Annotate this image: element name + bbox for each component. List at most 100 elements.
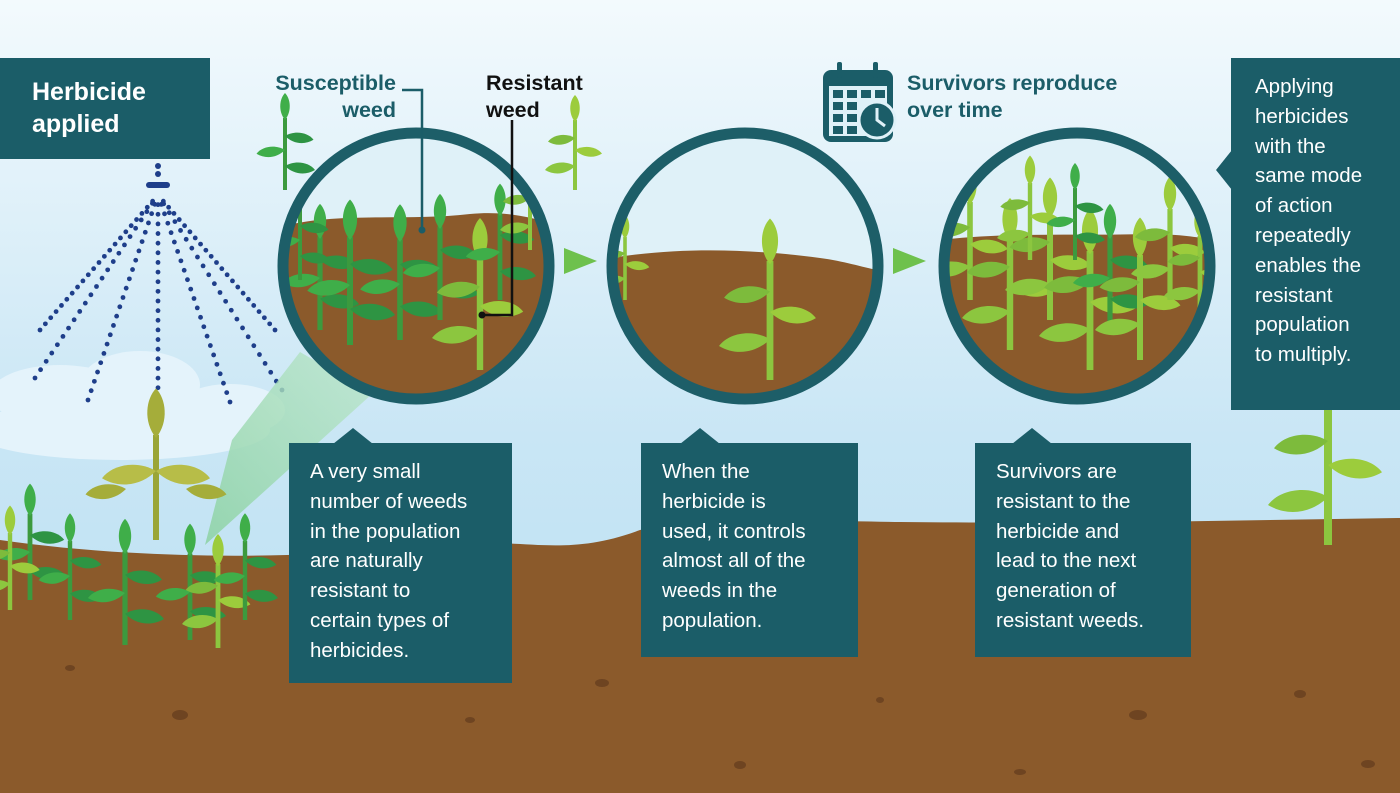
spray-droplet xyxy=(155,240,161,246)
spray-droplet xyxy=(150,198,156,204)
spray-droplet xyxy=(64,296,70,302)
spray-droplet xyxy=(168,230,174,236)
spray-droplet xyxy=(214,361,220,367)
caption-side-line: of action xyxy=(1255,194,1333,218)
caption-step1-line: resistant to xyxy=(310,579,411,603)
spray-droplet xyxy=(155,346,161,352)
spray-droplet xyxy=(136,248,142,254)
spray-droplet xyxy=(183,236,189,242)
caption-step1-line: in the population xyxy=(310,519,461,543)
spray-droplet xyxy=(198,314,203,320)
caption-side-line: same mode xyxy=(1255,164,1363,188)
spray-droplet xyxy=(207,343,213,348)
spray-droplet xyxy=(104,341,110,347)
spray-droplet xyxy=(155,250,161,256)
spray-droplet xyxy=(195,254,200,260)
spray-droplet xyxy=(98,360,104,366)
magnifier-beam xyxy=(205,352,372,545)
spray-droplet xyxy=(38,367,43,373)
spray-droplet xyxy=(88,388,94,394)
resistant-label-line1: Resistant xyxy=(486,71,583,95)
spray-droplet xyxy=(105,267,111,273)
herbicide-spray xyxy=(32,198,285,410)
spray-droplet xyxy=(142,229,148,235)
spray-droplet xyxy=(139,211,145,216)
spray-droplet xyxy=(166,204,172,210)
caption-side-line: to multiply. xyxy=(1255,343,1352,367)
caption-step3-line: resistant weeds. xyxy=(996,608,1145,632)
spray-droplet xyxy=(211,281,217,287)
caption-side-line: resistant xyxy=(1255,283,1333,307)
spray-droplet xyxy=(144,209,150,215)
spray-droplet xyxy=(178,228,183,233)
herbicide-applied-line1: Herbicide xyxy=(32,78,146,106)
spray-droplet xyxy=(219,266,225,272)
spray-droplet xyxy=(155,327,161,333)
spray-droplet xyxy=(189,245,195,251)
clouds xyxy=(0,351,285,460)
spray-droplet xyxy=(88,292,94,298)
circle-susceptible-population xyxy=(277,127,555,405)
spray-droplet xyxy=(91,266,97,272)
spray-droplet xyxy=(155,375,161,381)
spray-droplet xyxy=(155,385,161,391)
caption-step2-line: almost all of the xyxy=(662,549,806,573)
label-pointer-lines xyxy=(402,88,514,319)
caption-side-line: population xyxy=(1255,313,1350,337)
spray-droplet xyxy=(32,375,38,381)
spray-droplet xyxy=(53,309,59,314)
spray-droplet xyxy=(272,327,278,333)
spray-droplet xyxy=(224,272,230,278)
spray-droplet xyxy=(155,366,161,371)
survivors-label-line1: Survivors reproduce xyxy=(907,71,1118,95)
spray-droplet xyxy=(71,317,77,323)
susceptible-weed-label: Susceptible weed xyxy=(266,70,396,124)
spray-droplet xyxy=(198,241,203,247)
survivors-reproduce-label: Survivors reproduce over time xyxy=(907,70,1117,124)
spray-droplet xyxy=(120,295,126,300)
caption-side-line: Applying xyxy=(1255,75,1334,98)
spray-droplet xyxy=(42,321,48,327)
survivors-label-line2: over time xyxy=(907,98,1003,122)
spray-droplet xyxy=(133,225,139,231)
spray-droplet xyxy=(155,260,161,265)
spray-droplet xyxy=(96,260,102,265)
spray-droplet xyxy=(235,284,241,290)
spray-droplet xyxy=(117,304,123,310)
spray-droplet xyxy=(99,275,105,281)
spray-droplet xyxy=(221,380,226,386)
spray-droplet xyxy=(80,278,86,284)
spray-droplet xyxy=(37,327,43,333)
spray-droplet xyxy=(82,300,88,306)
spray-droplet xyxy=(256,309,262,314)
caption-step1-line: number of weeds xyxy=(310,489,468,513)
spray-droplet xyxy=(155,317,161,323)
spray-droplet xyxy=(172,219,178,224)
spray-droplet xyxy=(66,325,71,331)
spray-droplet xyxy=(69,290,75,296)
spray-droplet xyxy=(85,397,91,403)
spray-droplet xyxy=(217,371,223,377)
spray-droplet xyxy=(257,352,262,357)
spray-droplet xyxy=(95,369,100,375)
spray-droplet xyxy=(155,356,161,362)
spray-droplet xyxy=(166,210,172,216)
spray-droplet xyxy=(181,267,187,273)
spray-droplet xyxy=(144,204,150,210)
spray-droplet xyxy=(146,220,151,226)
spray-droplet xyxy=(127,234,133,239)
spray-droplet xyxy=(251,343,257,349)
spray-droplet xyxy=(214,260,219,265)
spray-droplet xyxy=(203,247,209,253)
spray-droplet xyxy=(171,211,177,216)
spray-droplet xyxy=(155,221,161,227)
spray-droplet xyxy=(267,321,273,327)
spray-droplet xyxy=(187,229,193,235)
spray-droplet xyxy=(94,284,99,289)
spray-droplet xyxy=(133,257,139,263)
spray-droplet xyxy=(138,217,144,223)
spray-droplet xyxy=(227,399,233,405)
caption-step3-line: Survivors are xyxy=(996,460,1117,483)
